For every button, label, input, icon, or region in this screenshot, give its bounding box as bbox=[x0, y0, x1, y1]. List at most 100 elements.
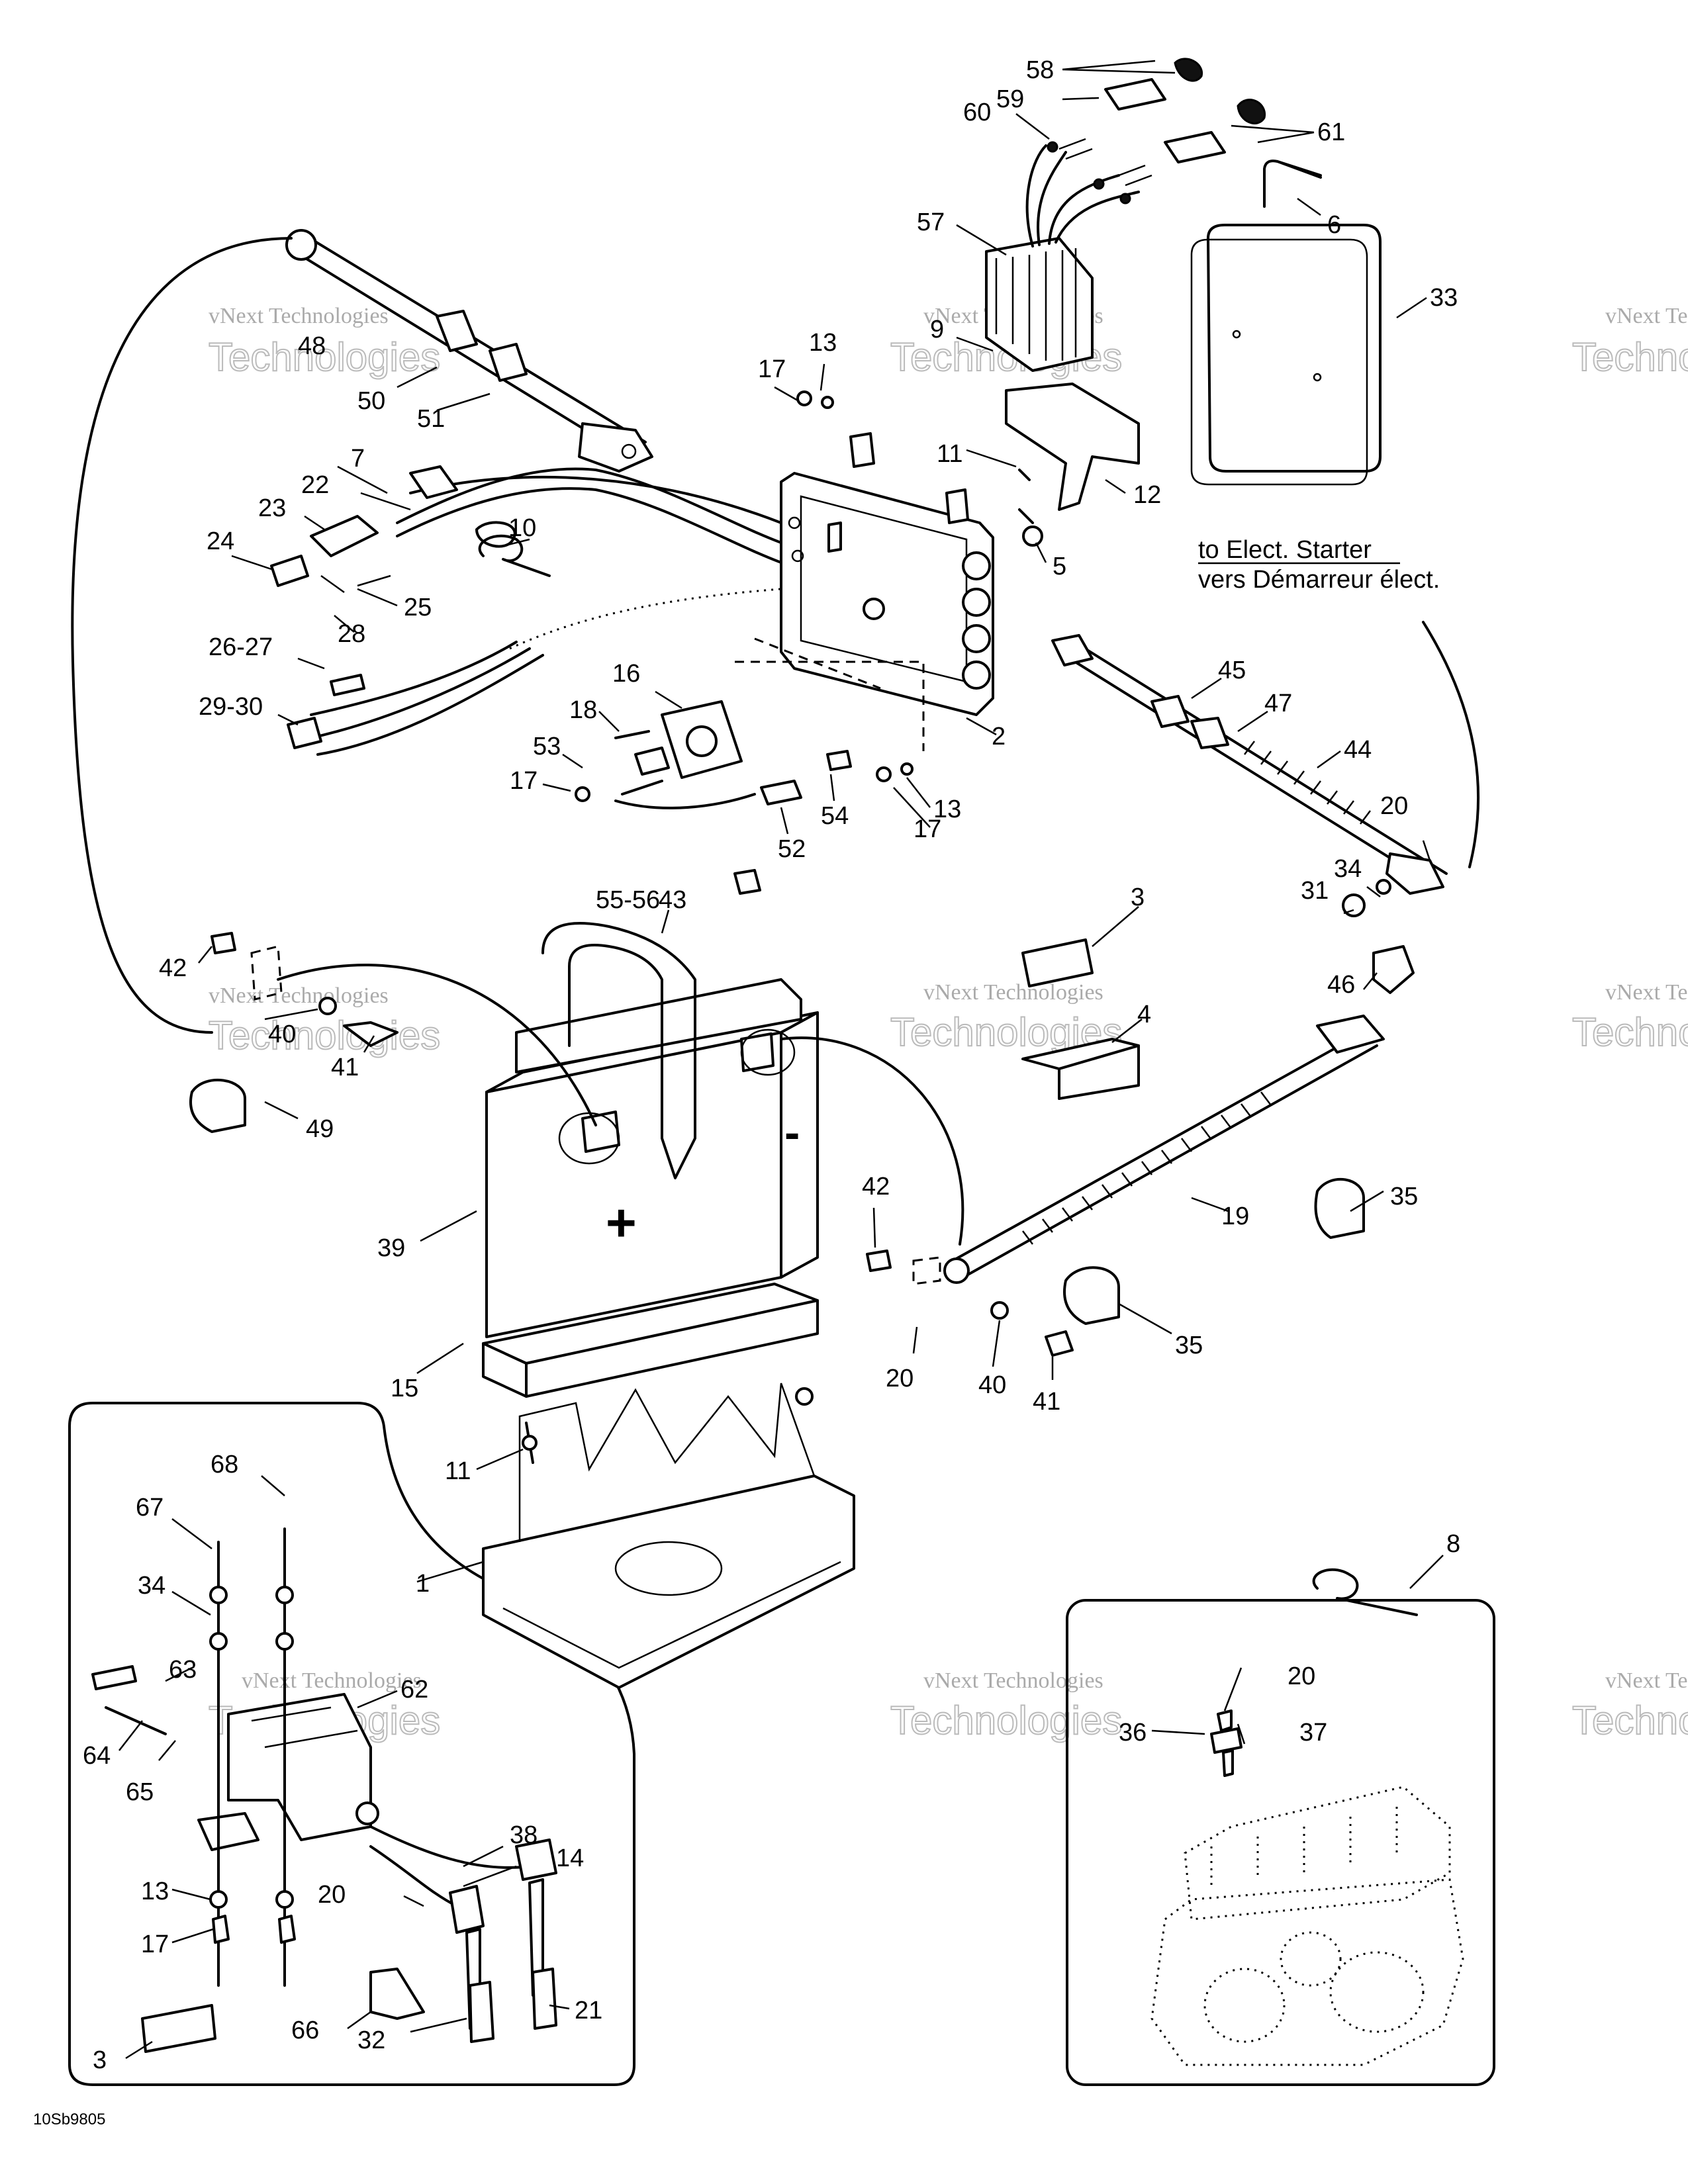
battery-group bbox=[482, 922, 819, 1398]
callout-21: 21 bbox=[575, 1997, 602, 2025]
battery-negative-sign: - bbox=[784, 1107, 800, 1158]
watermark-text: Technologies bbox=[1572, 335, 1688, 379]
callout-33: 33 bbox=[1430, 284, 1458, 312]
callout-44: 44 bbox=[1344, 736, 1372, 764]
callout-37: 37 bbox=[1299, 1719, 1327, 1747]
callout-64: 64 bbox=[83, 1742, 111, 1770]
callout-38: 38 bbox=[510, 1821, 538, 1849]
engine-group bbox=[1150, 1709, 1464, 2066]
cable-starter-44 bbox=[1051, 621, 1480, 994]
callout-2: 2 bbox=[992, 723, 1006, 751]
wire-leads bbox=[287, 588, 782, 756]
callout-6: 6 bbox=[1327, 211, 1341, 239]
callout-57: 57 bbox=[917, 208, 945, 236]
watermark-text: Technologies bbox=[890, 1698, 1122, 1743]
callout-9: 9 bbox=[930, 316, 944, 343]
callout-15: 15 bbox=[391, 1375, 418, 1402]
callout-51: 51 bbox=[417, 405, 445, 433]
watermark-text: vNext Technologies bbox=[1605, 980, 1688, 1005]
ignition-coil-group bbox=[91, 1527, 557, 2043]
electrical-box-cover bbox=[1190, 159, 1382, 486]
callout-3: 3 bbox=[1131, 884, 1145, 911]
watermark-text: Technologies bbox=[1572, 1698, 1688, 1743]
callout-20: 20 bbox=[1380, 792, 1408, 820]
battery-tray bbox=[482, 1383, 855, 1689]
watermark-text: vNext Technologies bbox=[209, 983, 389, 1008]
callout-11: 11 bbox=[445, 1457, 471, 1485]
callout-66: 66 bbox=[291, 2017, 319, 2044]
callout-32: 32 bbox=[357, 2026, 385, 2054]
callout-48: 48 bbox=[298, 332, 326, 360]
callout-10: 10 bbox=[508, 514, 536, 542]
watermark-text: Technologies bbox=[209, 1013, 440, 1058]
callout-42: 42 bbox=[159, 954, 187, 982]
callout-53: 53 bbox=[533, 733, 561, 760]
callout-58: 58 bbox=[1026, 56, 1054, 84]
starter-solenoid bbox=[575, 390, 925, 895]
callout-20: 20 bbox=[318, 1881, 346, 1909]
callout-35: 35 bbox=[1175, 1332, 1203, 1359]
callout-18: 18 bbox=[569, 696, 597, 724]
callout-29-30: 29-30 bbox=[199, 693, 263, 721]
callout-labels: 58 59 60 61 6 57 33 48 9 13 17 50 51 11 … bbox=[83, 56, 1460, 2074]
callout-42: 42 bbox=[862, 1173, 890, 1201]
callout-7: 7 bbox=[351, 445, 365, 473]
cable-negative-19 bbox=[71, 237, 1385, 1357]
callout-47: 47 bbox=[1264, 690, 1292, 717]
callout-55-56: 55-56 bbox=[596, 886, 660, 914]
callout-39: 39 bbox=[377, 1234, 405, 1262]
callout-63: 63 bbox=[169, 1656, 197, 1684]
callout-31: 31 bbox=[1301, 877, 1329, 905]
callout-25: 25 bbox=[404, 594, 432, 621]
callout-3: 3 bbox=[93, 2046, 107, 2074]
callout-26-27: 26-27 bbox=[209, 633, 273, 661]
callout-20: 20 bbox=[886, 1365, 914, 1392]
callout-45: 45 bbox=[1218, 657, 1246, 684]
callout-12: 12 bbox=[1133, 481, 1161, 509]
callout-20: 20 bbox=[1288, 1662, 1315, 1690]
callout-61: 61 bbox=[1317, 118, 1345, 146]
note-french: vers Démarreur élect. bbox=[1198, 566, 1440, 594]
callout-60: 60 bbox=[963, 99, 991, 126]
callout-52: 52 bbox=[778, 835, 806, 863]
callout-24: 24 bbox=[207, 527, 234, 555]
callout-41: 41 bbox=[331, 1054, 359, 1081]
callout-59: 59 bbox=[996, 85, 1024, 113]
callout-68: 68 bbox=[211, 1451, 238, 1479]
callout-14: 14 bbox=[556, 1844, 584, 1872]
cable-ground-48 bbox=[285, 229, 653, 473]
callout-46: 46 bbox=[1327, 971, 1355, 999]
starter-note: to Elect. Starter vers Démarreur élect. bbox=[1198, 536, 1440, 594]
callout-34: 34 bbox=[138, 1572, 165, 1600]
voltage-regulator-group bbox=[985, 58, 1266, 372]
callout-17: 17 bbox=[914, 815, 941, 843]
callout-40: 40 bbox=[978, 1371, 1006, 1399]
callout-17: 17 bbox=[510, 767, 538, 795]
callout-43: 43 bbox=[659, 886, 686, 914]
note-english: to Elect. Starter bbox=[1198, 536, 1372, 564]
callout-40: 40 bbox=[268, 1021, 296, 1048]
watermark-text: Technologies bbox=[1572, 1010, 1688, 1054]
callout-34: 34 bbox=[1334, 855, 1362, 883]
wiring-harness bbox=[270, 465, 782, 594]
callout-4: 4 bbox=[1137, 1001, 1151, 1028]
callout-11: 11 bbox=[937, 440, 962, 468]
callout-8: 8 bbox=[1446, 1530, 1460, 1558]
watermark-text: vNext Technologies bbox=[923, 1668, 1103, 1693]
diagram-code: 10Sb9805 bbox=[33, 2111, 105, 2128]
callout-17: 17 bbox=[141, 1931, 169, 1958]
callout-36: 36 bbox=[1119, 1719, 1147, 1747]
callout-13: 13 bbox=[933, 796, 961, 823]
battery-positive-sign: + bbox=[606, 1193, 637, 1252]
watermark-text: vNext Technologies bbox=[242, 1668, 422, 1693]
watermark-text: vNext Technologies bbox=[923, 980, 1103, 1005]
callout-54: 54 bbox=[821, 802, 849, 830]
leader-lines bbox=[118, 60, 1444, 2060]
callout-23: 23 bbox=[258, 494, 286, 522]
watermark-text: vNext Technologies bbox=[1605, 304, 1688, 328]
small-parts bbox=[141, 469, 1418, 2053]
callout-19: 19 bbox=[1221, 1203, 1249, 1230]
electrical-box bbox=[780, 383, 1140, 716]
callout-62: 62 bbox=[400, 1676, 428, 1704]
